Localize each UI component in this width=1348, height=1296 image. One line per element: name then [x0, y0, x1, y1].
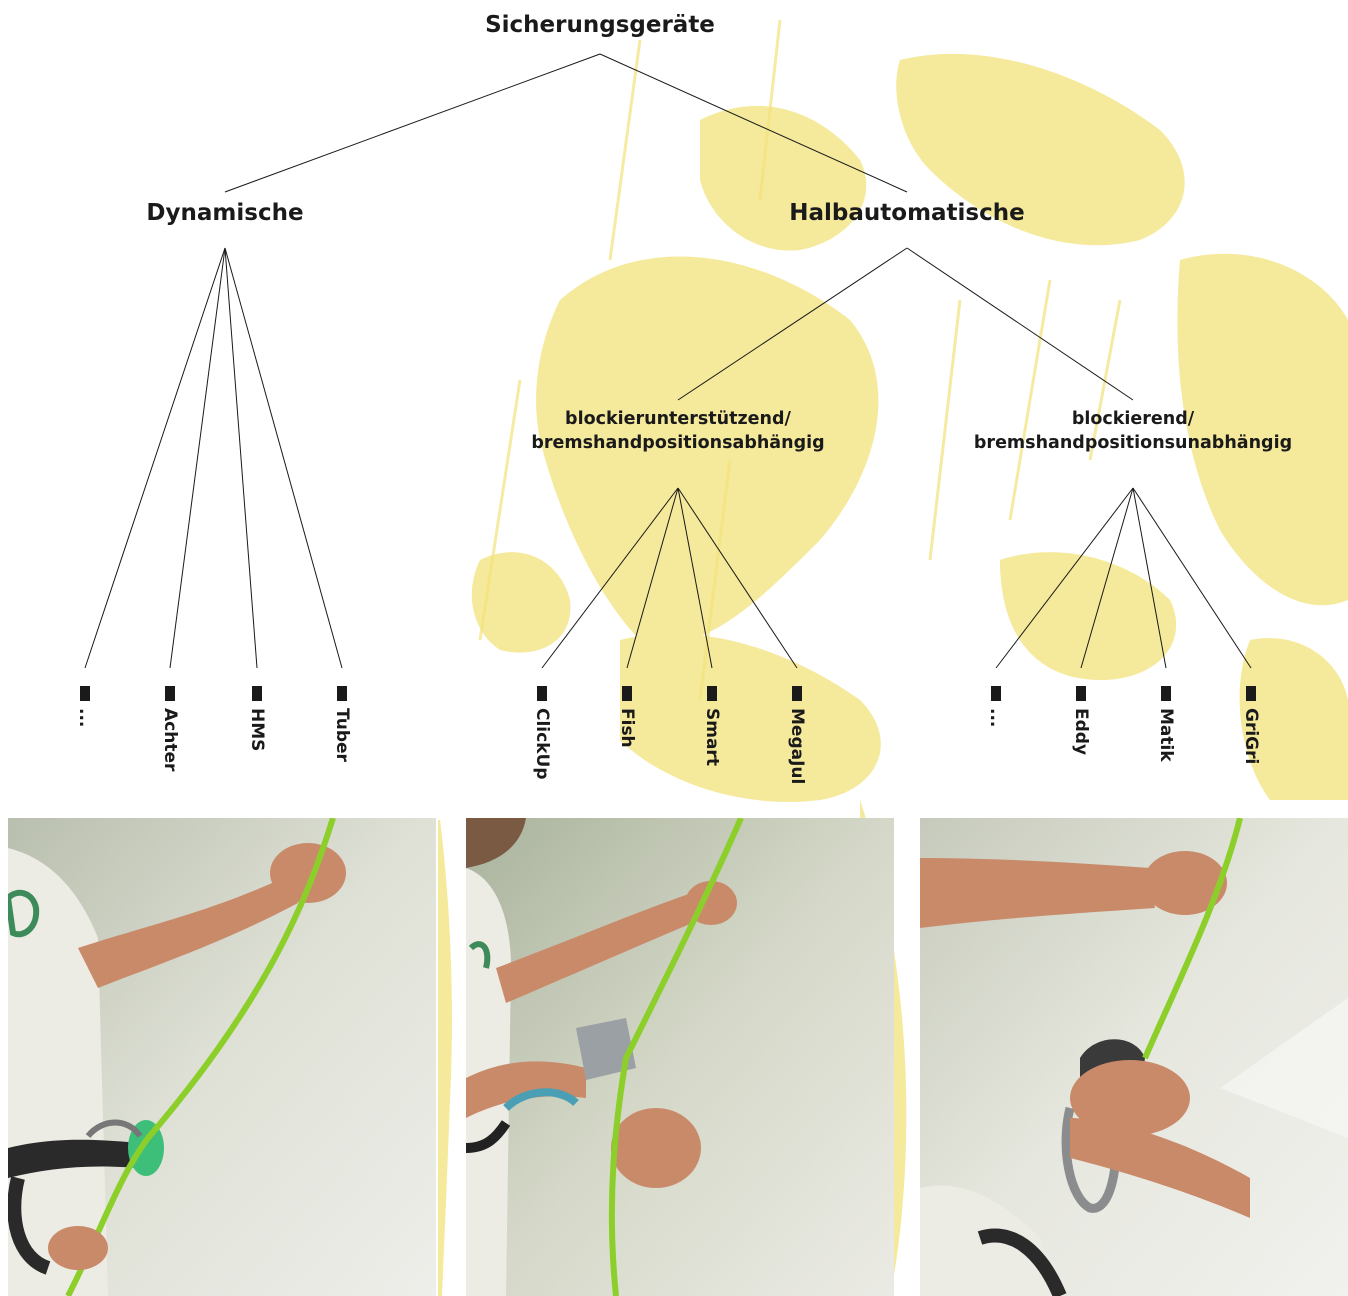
line-block-leaf1 [996, 488, 1133, 668]
leaf-label: Matik [1156, 708, 1176, 762]
leaf-blocking-more: ... [981, 686, 1011, 796]
line-assist-leaf1 [542, 488, 678, 668]
leaf-marker [537, 686, 547, 701]
leaf-label: Fish [617, 708, 637, 748]
line-assist-leaf2 [627, 488, 678, 668]
line-dyn-leaf4 [225, 248, 342, 668]
leaf-label: Smart [702, 708, 722, 766]
tuber-belay-photo [8, 818, 436, 1296]
leaf-label: ... [75, 708, 95, 727]
line-block-leaf4 [1133, 488, 1251, 668]
line-assist-leaf3 [678, 488, 712, 668]
assisting-label-line2: bremshandpositionsabhängig [531, 432, 824, 456]
leaf-label: ClickUp [532, 708, 552, 780]
leaf-marker [707, 686, 717, 701]
leaf-eddy: Eddy [1066, 686, 1096, 796]
leaf-label: Achter [160, 708, 180, 771]
line-dyn-leaf3 [225, 248, 257, 668]
leaf-smart: Smart [697, 686, 727, 796]
line-semi-assisting [678, 248, 907, 400]
clickup-belay-photo [466, 818, 894, 1296]
leaf-marker [622, 686, 632, 701]
leaf-label: Tuber [332, 708, 352, 762]
leaf-label: ... [986, 708, 1006, 727]
root-node-label: Sicherungsgeräte [485, 10, 715, 41]
line-block-leaf3 [1133, 488, 1166, 668]
line-block-leaf2 [1081, 488, 1133, 668]
leaf-marker [252, 686, 262, 701]
blocking-label-line2: bremshandpositionsunabhängig [974, 432, 1292, 456]
line-dyn-leaf1 [85, 248, 225, 668]
leaf-tuber: Tuber [327, 686, 357, 796]
leaf-marker [165, 686, 175, 701]
leaf-hms: HMS [242, 686, 272, 796]
line-root-semi [600, 54, 907, 192]
assisting-label-line1: blockierunterstützend/ [531, 408, 824, 432]
leaf-achter: Achter [155, 686, 185, 796]
leaf-matik: Matik [1151, 686, 1181, 796]
leaf-marker [1246, 686, 1256, 701]
blocking-node-label: blockierend/ bremshandpositionsunabhängi… [974, 408, 1292, 455]
line-semi-blocking [907, 248, 1133, 400]
leaf-label: MegaJul [787, 708, 807, 784]
leaf-grigri: GriGri [1236, 686, 1266, 796]
leaf-marker [1076, 686, 1086, 701]
semiautomatic-node-label: Halbautomatische [789, 198, 1024, 229]
leaf-marker [792, 686, 802, 701]
leaf-marker [80, 686, 90, 701]
leaf-marker [991, 686, 1001, 701]
leaf-label: HMS [247, 708, 267, 751]
leaf-label: Eddy [1071, 708, 1091, 755]
leaf-marker [1161, 686, 1171, 701]
line-root-dynamic [225, 54, 600, 192]
tree-connector-lines [0, 0, 1348, 800]
blocking-label-line1: blockierend/ [974, 408, 1292, 432]
grigri-belay-photo [920, 818, 1348, 1296]
leaf-marker [337, 686, 347, 701]
leaf-megajul: MegaJul [782, 686, 812, 796]
leaf-fish: Fish [612, 686, 642, 796]
leaf-dynamic-more: ... [70, 686, 100, 796]
line-assist-leaf4 [678, 488, 797, 668]
leaf-label: GriGri [1241, 708, 1261, 764]
leaf-clickup: ClickUp [527, 686, 557, 796]
dynamic-node-label: Dynamische [146, 198, 303, 229]
assisting-node-label: blockierunterstützend/ bremshandposition… [531, 408, 824, 455]
line-dyn-leaf2 [170, 248, 225, 668]
